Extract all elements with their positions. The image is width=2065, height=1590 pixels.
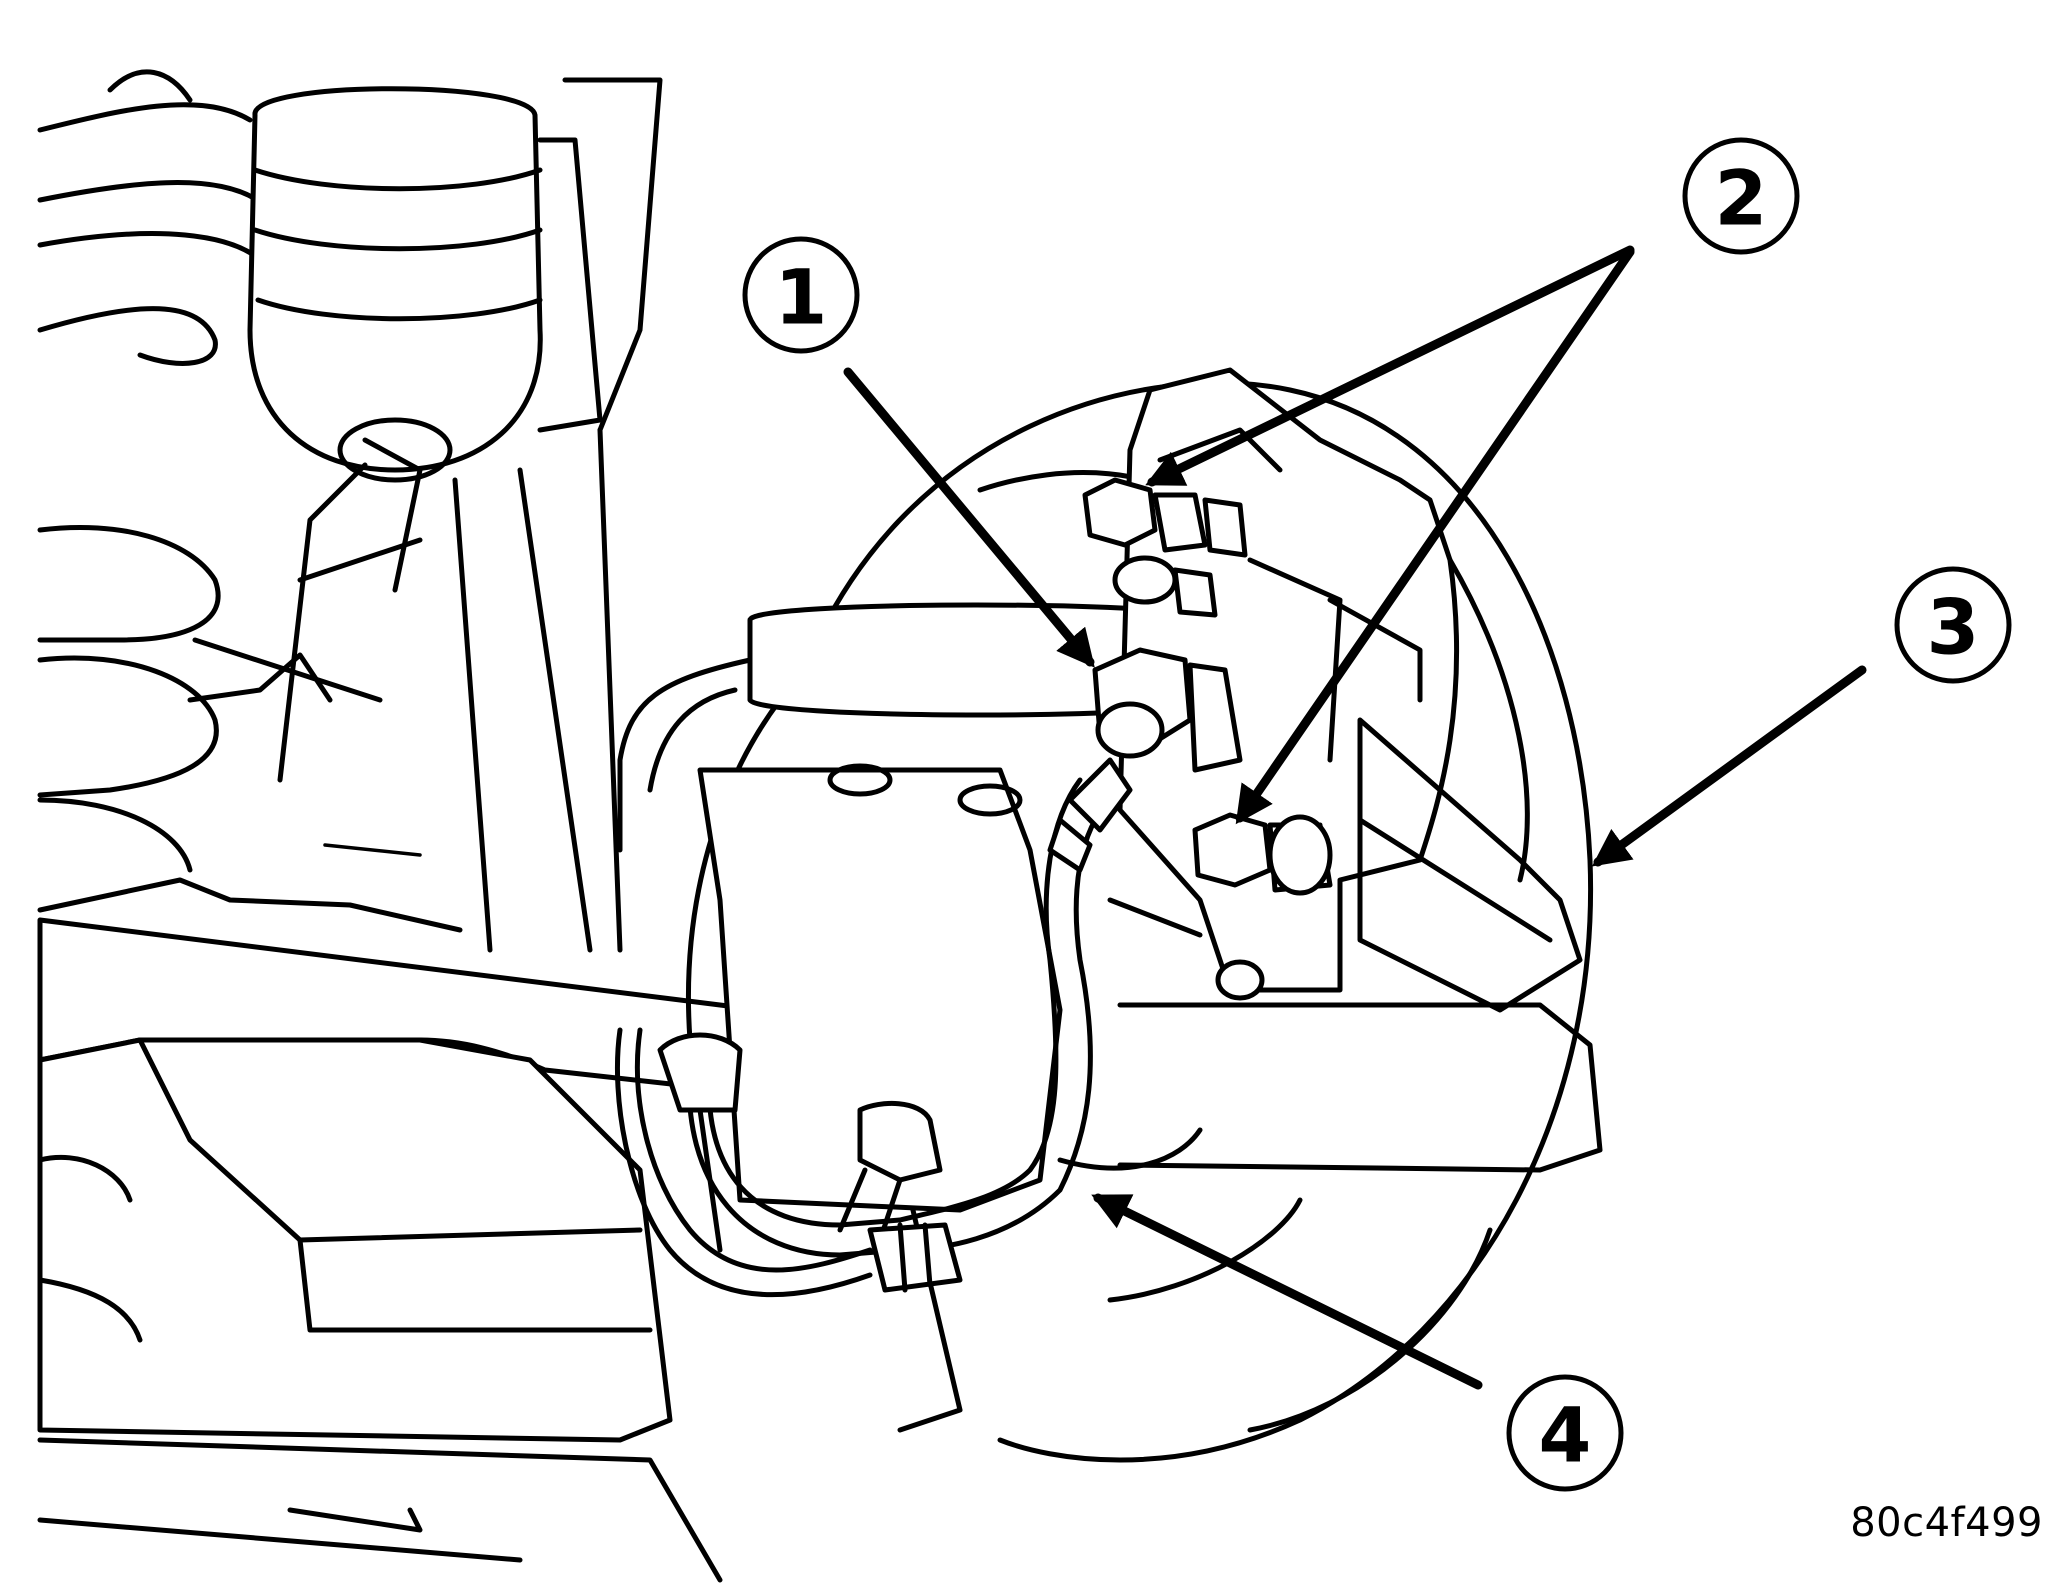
guide-pin-bolts [1082, 477, 1333, 1001]
callout-3-label: 3 [1927, 583, 1980, 672]
callout-2-label: 2 [1715, 154, 1768, 243]
leader-2a [1145, 245, 1635, 487]
upper-guide-pin-bolt [1082, 477, 1248, 618]
coil-spring [37, 69, 273, 873]
lower-guide-pin-bolt [1192, 812, 1333, 1001]
brake-hose [614, 657, 1133, 1298]
frame-structure [187, 437, 423, 857]
axle-housing [37, 877, 963, 1583]
leader-3 [1591, 665, 1867, 867]
leader-4 [1091, 1193, 1483, 1390]
jounce-bumper [247, 86, 543, 483]
callout-1-label: 1 [775, 253, 828, 342]
callout-3: 3 [1894, 566, 2012, 684]
shock-absorber [452, 77, 663, 953]
middle-bracket-bolt [1092, 647, 1243, 773]
callout-leaders [843, 245, 1867, 1390]
figure-code: 80c4f499 [1850, 1500, 2043, 1546]
callout-2: 2 [1682, 137, 1800, 255]
leader-2b [1235, 247, 1635, 825]
callout-4: 4 [1506, 1374, 1624, 1492]
leader-1 [843, 367, 1095, 668]
callout-4-label: 4 [1539, 1391, 1592, 1480]
callout-1: 1 [742, 236, 860, 354]
